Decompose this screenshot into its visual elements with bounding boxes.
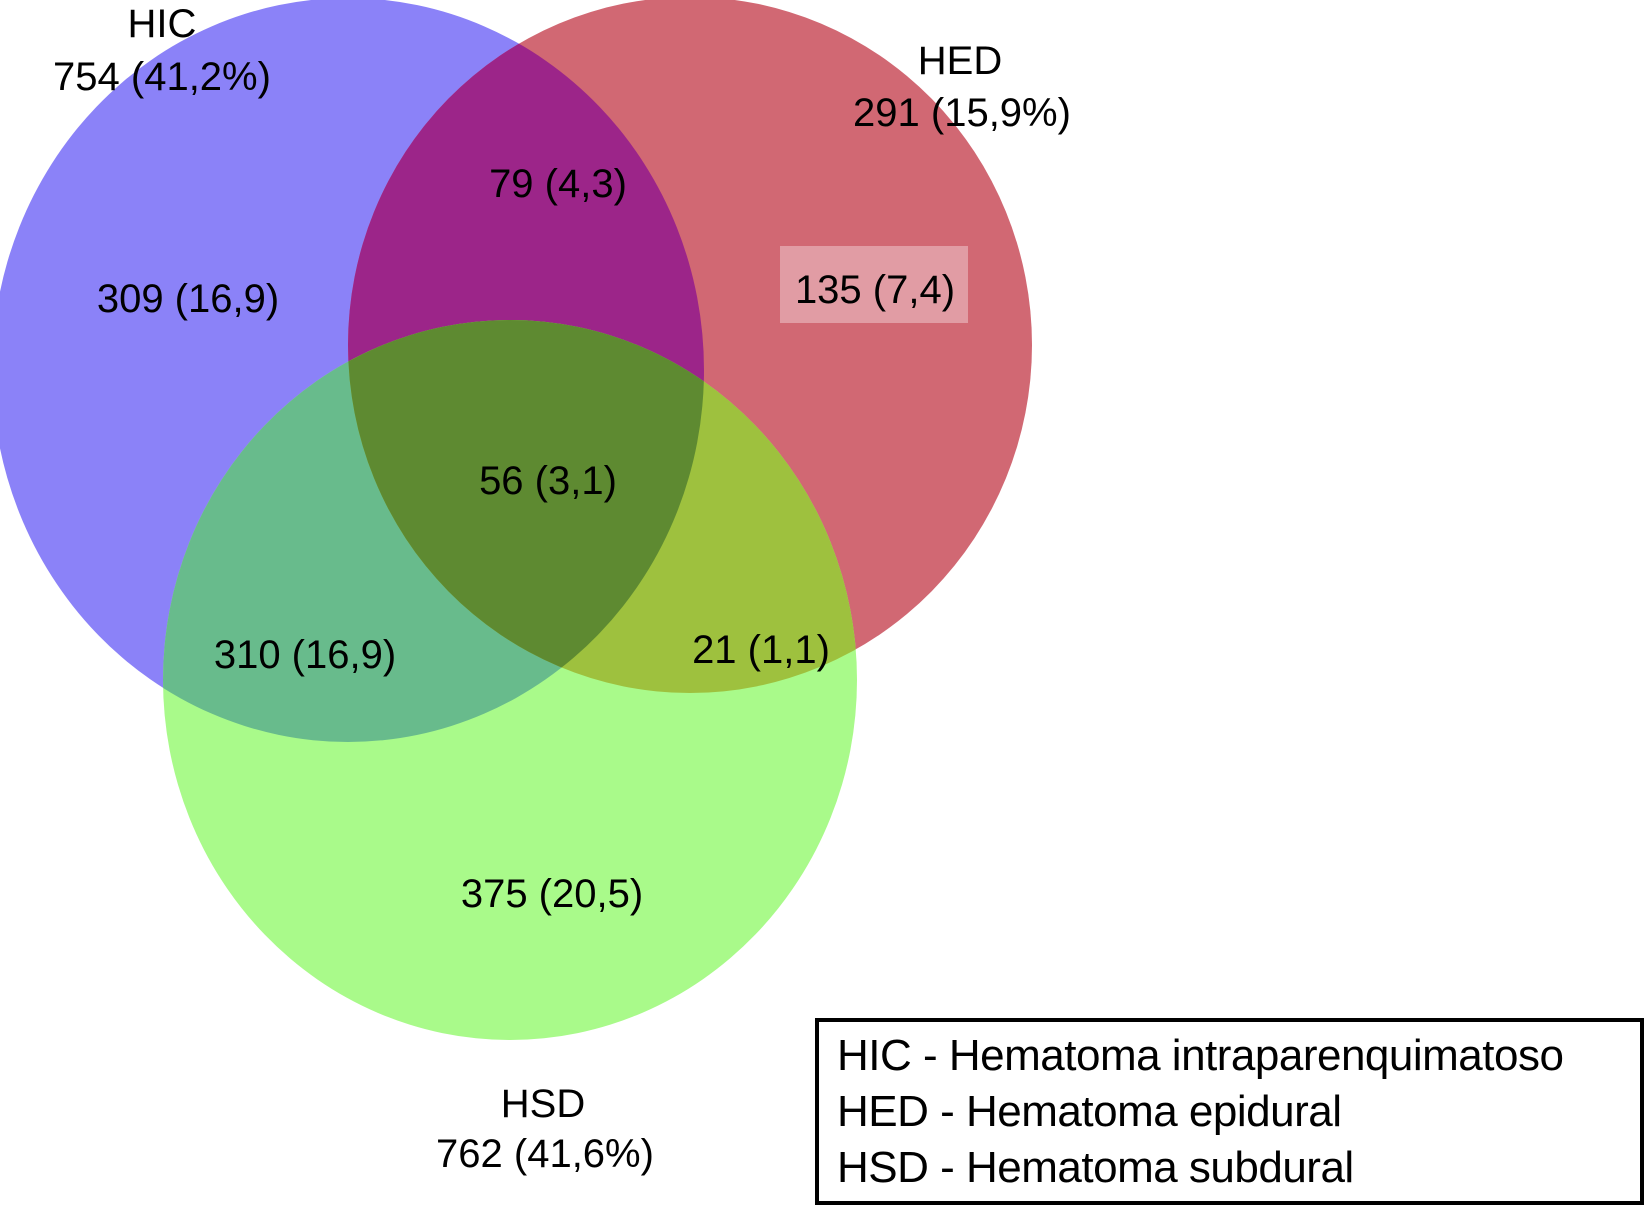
hed-set-total: 291 (15,9%) (853, 91, 1071, 135)
hed-exclusive-count: 135 (7,4) (795, 268, 955, 312)
hic-exclusive-count: 309 (16,9) (97, 277, 279, 321)
hic-set-label: HIC (128, 2, 197, 46)
triple-overlap-region (348, 320, 704, 693)
hsd-set-total: 762 (41,6%) (436, 1132, 654, 1176)
hsd-set-label: HSD (501, 1082, 585, 1126)
hic-set-total: 754 (41,2%) (53, 55, 271, 99)
hsd-exclusive-count: 375 (20,5) (461, 872, 643, 916)
legend-item-hsd: HSD - Hematoma subdural (837, 1143, 1354, 1192)
hed-set-label: HED (918, 39, 1002, 83)
hic-hsd-overlap-count: 310 (16,9) (214, 633, 396, 677)
legend-item-hed: HED - Hematoma epidural (837, 1087, 1342, 1136)
legend-item-hic: HIC - Hematoma intraparenquimatoso (837, 1031, 1564, 1080)
hed-hsd-overlap-count: 21 (1,1) (692, 628, 830, 672)
triple-overlap-count: 56 (3,1) (479, 459, 617, 503)
hic-hed-overlap-count: 79 (4,3) (489, 162, 627, 206)
hed-exclusive-highlight-box (780, 246, 968, 323)
legend-box: HIC - Hematoma intraparenquimatoso HED -… (815, 1018, 1644, 1205)
